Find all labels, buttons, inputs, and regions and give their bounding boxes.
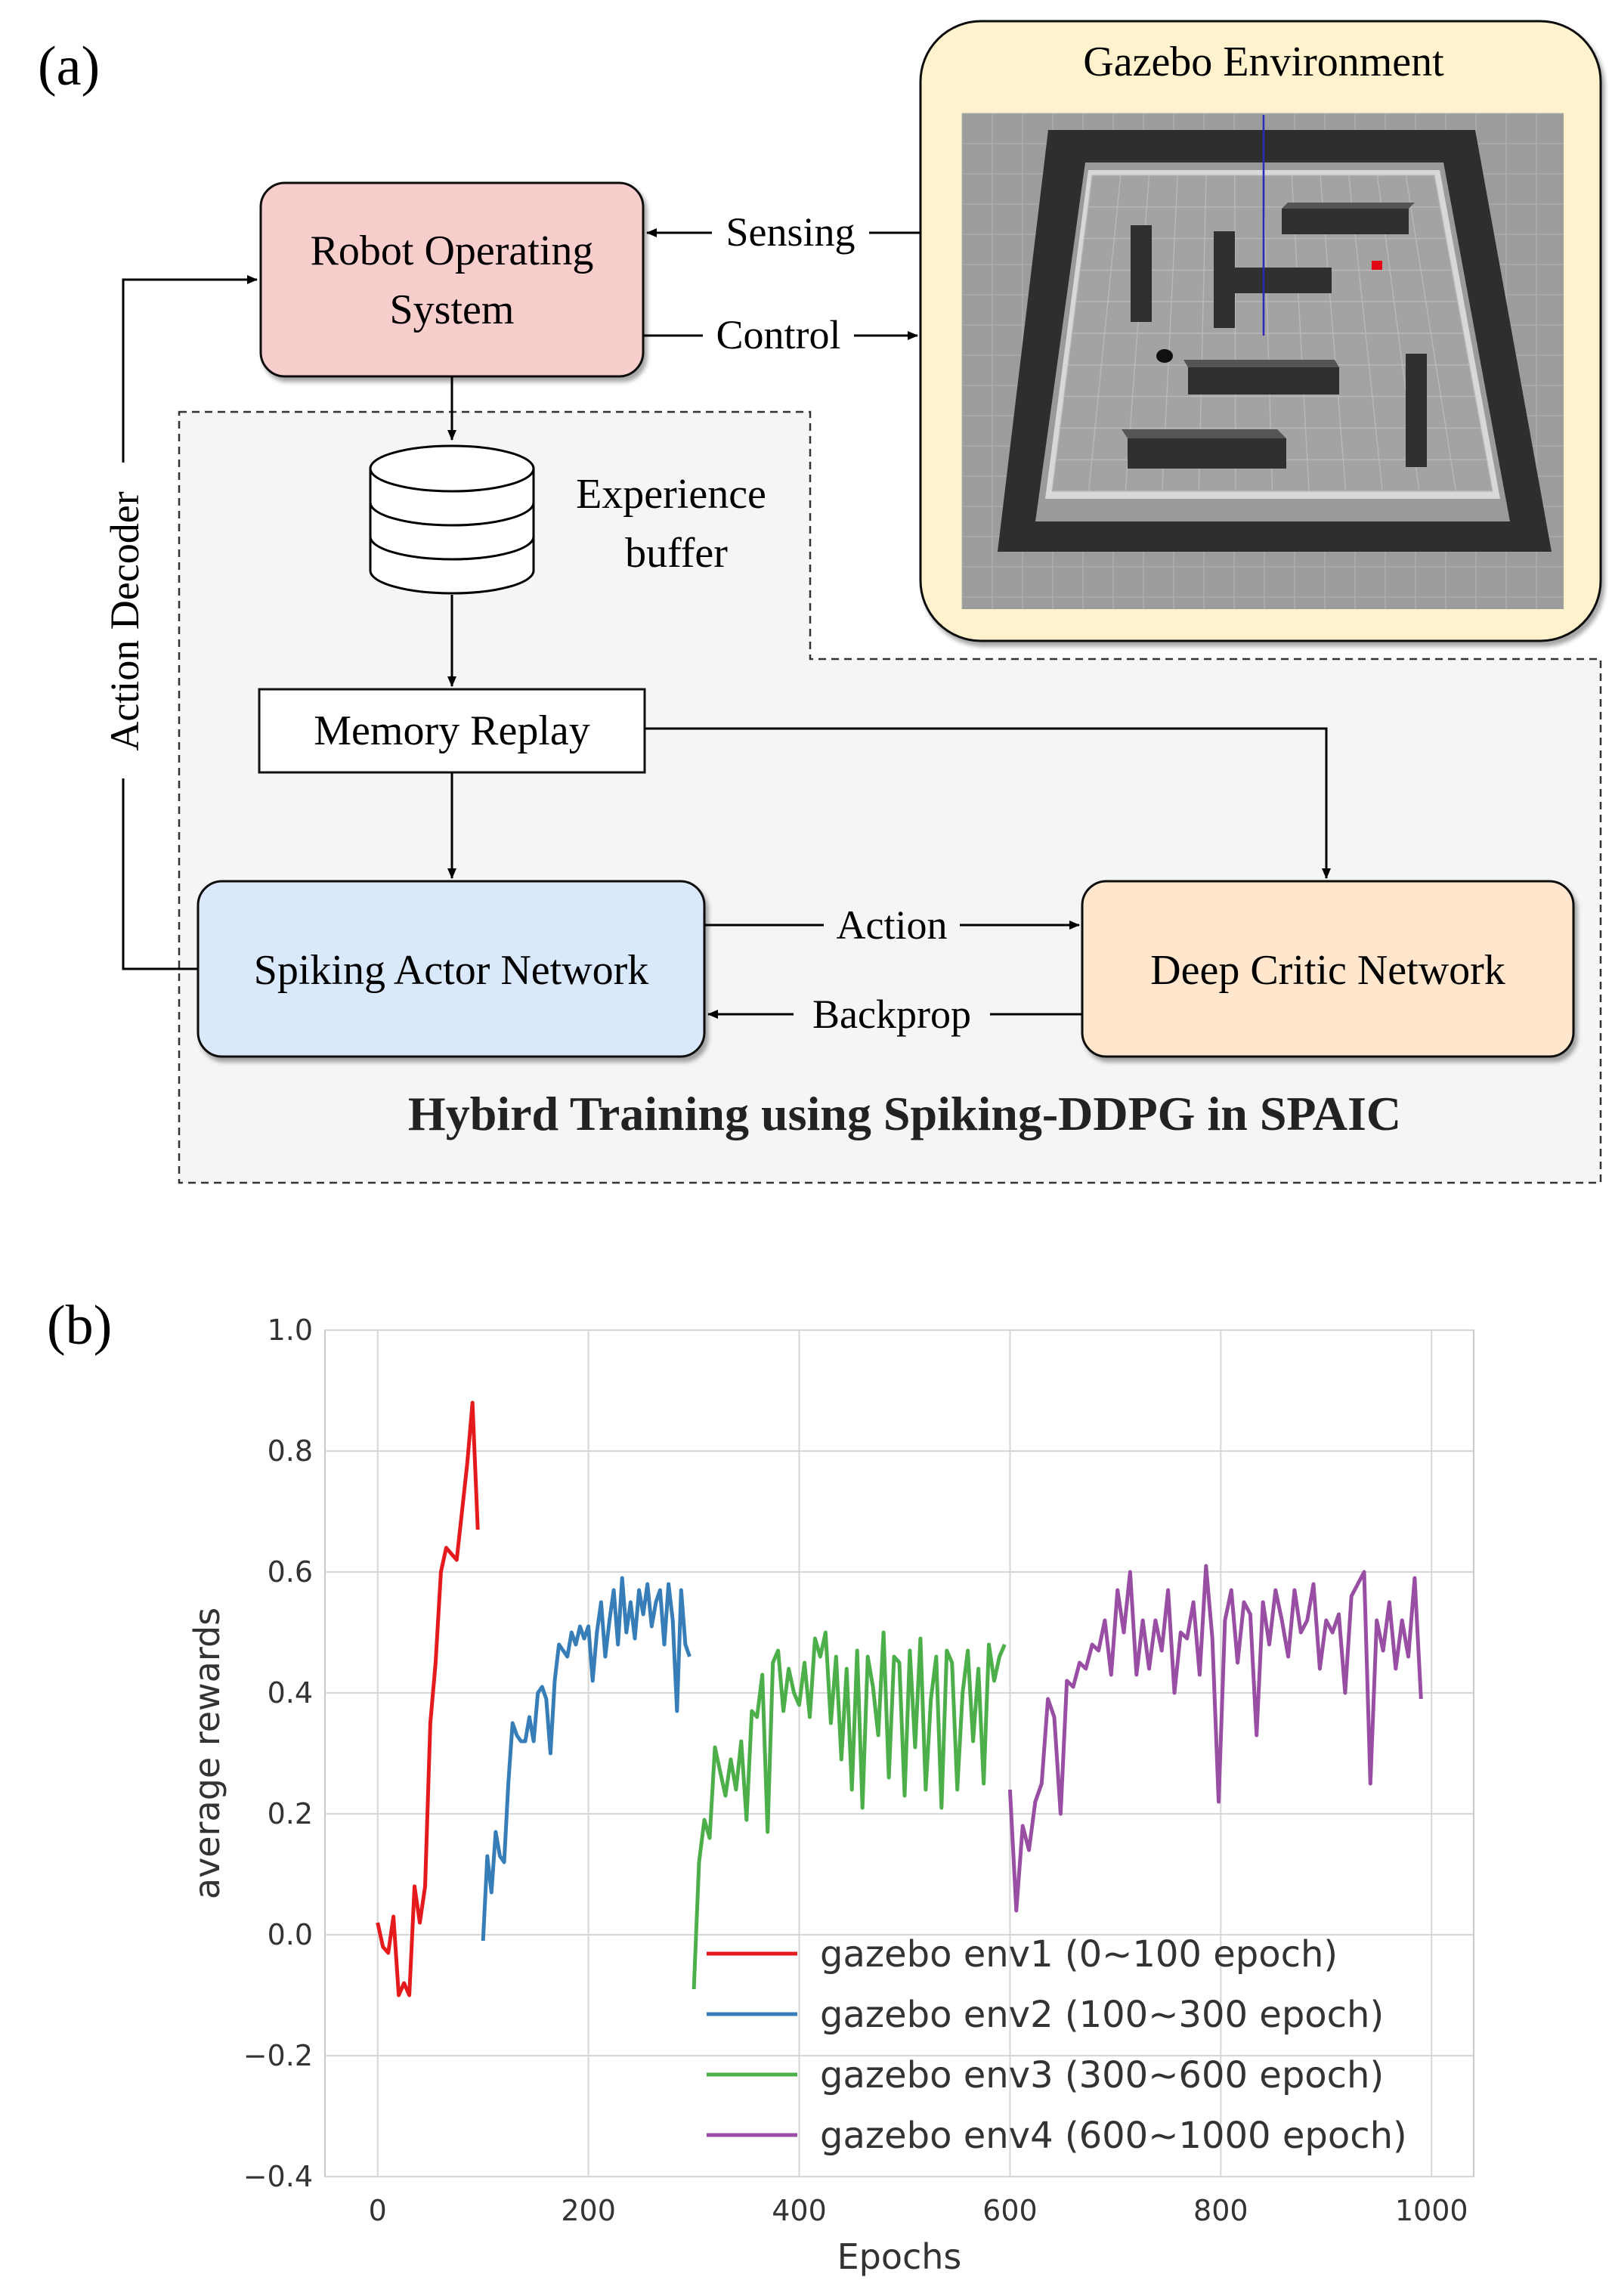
series-line-env3 bbox=[692, 1630, 1007, 1990]
memory-replay-label: Memory Replay bbox=[314, 707, 589, 754]
action-decoder-arrow: Action Decoder bbox=[102, 275, 258, 970]
gazebo-environment-panel: Gazebo Environment bbox=[919, 20, 1602, 642]
series-line-env2 bbox=[481, 1576, 692, 1942]
control-label: Control bbox=[716, 312, 840, 357]
sensing-arrow: Sensing bbox=[646, 209, 920, 255]
hybrid-training-caption: Hybird Training using Spiking-DDPG in SP… bbox=[408, 1087, 1401, 1140]
deep-critic-network-box: Deep Critic Network bbox=[1081, 880, 1575, 1058]
memory-replay-box: Memory Replay bbox=[258, 688, 646, 774]
ros-label-line1: Robot Operating bbox=[311, 227, 594, 274]
y-tick-label: 0.0 bbox=[268, 1918, 313, 1951]
legend-label: gazebo env3 (300~600 epoch) bbox=[820, 2054, 1384, 2096]
x-tick-label: 200 bbox=[561, 2194, 616, 2227]
panel-b: (b) 0 200 400 600 800 1000 −0.4 −0.2 0.0 0.2 0.4 0.… bbox=[47, 1295, 1474, 2277]
robot-operating-system-box: Robot Operating System bbox=[259, 181, 645, 378]
x-tick-label: 0 bbox=[369, 2194, 387, 2227]
experience-buffer-label-line1: Experience bbox=[576, 471, 766, 518]
control-arrow: Control bbox=[643, 312, 918, 357]
legend-label: gazebo env1 (0~100 epoch) bbox=[820, 1933, 1338, 1976]
ros-label-line2: System bbox=[390, 286, 515, 333]
series-group bbox=[376, 1400, 1423, 1997]
x-tick-label: 1000 bbox=[1395, 2194, 1468, 2227]
legend-label: gazebo env2 (100~300 epoch) bbox=[820, 1994, 1384, 2036]
x-tick-label: 600 bbox=[982, 2194, 1038, 2227]
y-tick-label: 0.6 bbox=[268, 1555, 313, 1589]
panel-b-label: (b) bbox=[47, 1295, 112, 1357]
critic-label: Deep Critic Network bbox=[1150, 947, 1505, 994]
reward-chart: 0 200 400 600 800 1000 −0.4 −0.2 0.0 0.2 0.4 0.6 0.8… bbox=[187, 1314, 1474, 2277]
y-tick-label: 0.4 bbox=[268, 1676, 313, 1710]
y-tick-label: 0.2 bbox=[268, 1797, 313, 1830]
backprop-label: Backprop bbox=[812, 992, 971, 1037]
y-tick-label: 1.0 bbox=[268, 1314, 313, 1347]
series-line-env1 bbox=[376, 1400, 480, 1997]
y-tick-label: −0.2 bbox=[243, 2039, 313, 2072]
series-line-env4 bbox=[1007, 1564, 1423, 1913]
action-arrow: Action bbox=[704, 902, 1080, 948]
x-tick-label: 400 bbox=[772, 2194, 827, 2227]
spiking-actor-network-box: Spiking Actor Network bbox=[196, 880, 706, 1058]
experience-buffer-label-line2: buffer bbox=[625, 530, 728, 577]
actor-label: Spiking Actor Network bbox=[254, 947, 649, 994]
x-tick-label: 800 bbox=[1193, 2194, 1248, 2227]
backprop-arrow: Backprop bbox=[707, 992, 1082, 1037]
database-icon bbox=[369, 444, 535, 595]
y-tick-label: −0.4 bbox=[243, 2160, 313, 2193]
y-axis-label: average rewards bbox=[187, 1608, 227, 1899]
y-tick-label: 0.8 bbox=[268, 1434, 313, 1468]
sensing-label: Sensing bbox=[726, 209, 855, 255]
action-decoder-label: Action Decoder bbox=[102, 491, 147, 750]
panel-a: (a) Gazebo Environment bbox=[38, 20, 1602, 1184]
plot-area bbox=[324, 1329, 1474, 2177]
x-axis-label: Epochs bbox=[837, 2236, 962, 2277]
gazebo-title: Gazebo Environment bbox=[1083, 39, 1444, 85]
gazebo-arena-render bbox=[961, 113, 1564, 609]
action-label: Action bbox=[837, 902, 948, 948]
legend-label: gazebo env4 (600~1000 epoch) bbox=[820, 2115, 1407, 2157]
panel-a-label: (a) bbox=[38, 36, 100, 97]
replay-to-critic-arrow bbox=[645, 727, 1331, 879]
legend: gazebo env1 (0~100 epoch) gazebo env2 (10… bbox=[707, 1933, 1407, 2157]
